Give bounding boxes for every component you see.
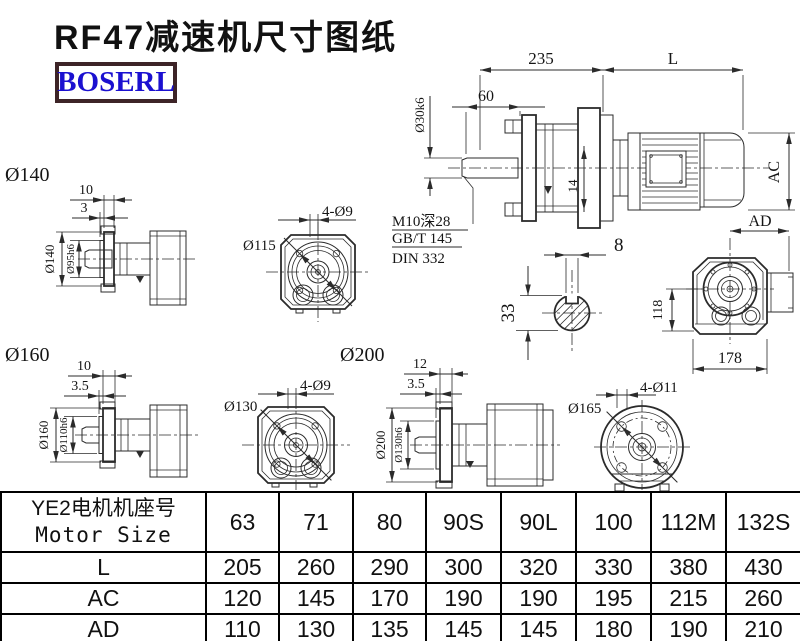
dim-label-AC: AC [766,161,783,183]
AC-value: 170 [352,582,427,615]
flange140-dim-spigot: Ø95h6 [65,244,77,274]
AD-value: 180 [575,613,652,641]
size-col-80: 80 [352,491,427,553]
motor-dimension-table: YE2电机机座号 Motor Size 63 71 80 90S 90L 100… [0,491,800,641]
size-col-71: 71 [278,491,354,553]
side-view-drawing: 235 L 60 Ø30k6 14 AC [392,49,795,267]
motor-size-header-cn: YE2电机机座号 [31,496,176,520]
table-row-AD: AD 110 130 135 145 145 180 190 210 [0,613,800,641]
size-col-90l: 90L [500,491,577,553]
AC-value: 120 [205,582,280,615]
L-value: 205 [205,551,280,584]
flange160-dim-spigot: Ø110h6 [58,417,70,453]
flange140-label: Ø140 [5,164,49,186]
flange200-label: Ø200 [340,344,384,366]
AC-value: 190 [425,582,502,615]
dim-label-key-width: 8 [614,235,624,256]
dim-label-AD: AD [748,213,771,230]
flange160-dim-outer: Ø160 [36,421,51,450]
AC-value: 190 [500,582,577,615]
size-col-100: 100 [575,491,652,553]
L-value: 380 [650,551,727,584]
motor-size-header-en: Motor Size [35,523,172,547]
L-value: 330 [575,551,652,584]
L-value: 430 [725,551,800,584]
L-value: 320 [500,551,577,584]
dim-label-14: 14 [565,179,580,193]
flange165-dim-holes: 4-Ø11 [640,380,678,396]
AD-value: 135 [352,613,427,641]
size-col-132s: 132S [725,491,800,553]
dim-label-60: 60 [478,88,494,105]
flange200-dim-thickness: 12 [413,357,427,372]
flange130-drawing: Ø130 4-Ø9 [224,378,350,490]
AD-value: 190 [650,613,727,641]
flange160-dim-thickness: 10 [77,359,91,374]
flange140-dim-spigot-len: 3 [81,201,88,216]
dim-label-shaft-dia: Ø30k6 [412,97,427,133]
motor-size-header: YE2电机机座号 Motor Size [0,491,207,553]
thread-note-line2: GB/T 145 [392,231,452,247]
AC-value: 195 [575,582,652,615]
brand-logo-text: BOSERL [57,66,175,98]
table-row-AC: AC 120 145 170 190 190 195 215 260 [0,582,800,615]
dim-label-key-height: 33 [498,304,519,323]
row-label-L: L [0,551,207,584]
dim-label-118: 118 [651,300,666,320]
flange140-drawing: Ø140 10 3 [5,164,198,306]
flange140-dim-outer: Ø140 [42,245,57,274]
flange140-dim-thickness: 10 [79,183,93,198]
dim-label-178: 178 [718,350,742,367]
row-label-AC: AC [0,582,207,615]
page-title: RF47减速机尺寸图纸 [54,19,398,57]
table-row-L: L 205 260 290 300 320 330 380 430 [0,551,800,584]
dim-label-L: L [668,49,678,68]
size-col-112m: 112M [650,491,727,553]
AD-value: 130 [278,613,354,641]
flange200-dim-spigot: Ø130h6 [393,427,405,463]
brand-logo: BOSERL [55,62,177,103]
L-value: 300 [425,551,502,584]
flange160-label: Ø160 [5,344,49,366]
AC-value: 260 [725,582,800,615]
AD-value: 210 [725,613,800,641]
AD-value: 145 [500,613,577,641]
flange200-dim-spigot-len: 3.5 [407,377,425,392]
size-col-63: 63 [205,491,280,553]
flange200-dim-outer: Ø200 [373,431,388,460]
flange160-drawing: Ø160 10 3.5 [5,344,200,478]
table-header-row: YE2电机机座号 Motor Size 63 71 80 90S 90L 100… [0,491,800,553]
flange115-drawing: Ø115 4-Ø9 [243,204,370,322]
row-label-AD: AD [0,613,207,641]
thread-note-line3: DIN 332 [392,251,445,267]
AC-value: 215 [650,582,727,615]
AD-value: 110 [205,613,280,641]
flange200-drawing: Ø200 12 3.5 [340,344,560,489]
flange165-drawing: Ø165 4-Ø11 [568,380,690,492]
size-col-90s: 90S [425,491,502,553]
flange160-dim-spigot-len: 3.5 [71,379,89,394]
AD-value: 145 [425,613,502,641]
flange130-dim-bolt-circle: Ø130 [224,399,257,415]
rear-view-drawing: AD 118 178 [651,213,794,374]
flange130-dim-holes: 4-Ø9 [300,378,331,394]
AC-value: 145 [278,582,354,615]
L-value: 260 [278,551,354,584]
flange115-dim-holes: 4-Ø9 [322,204,353,220]
L-value: 290 [352,551,427,584]
shaft-section-drawing: 8 33 [498,235,624,360]
thread-note-line1: M10深28 [392,213,450,230]
dim-label-235: 235 [528,49,554,68]
flange115-dim-bolt-circle: Ø115 [243,238,276,254]
flange165-dim-bolt-circle: Ø165 [568,401,601,417]
